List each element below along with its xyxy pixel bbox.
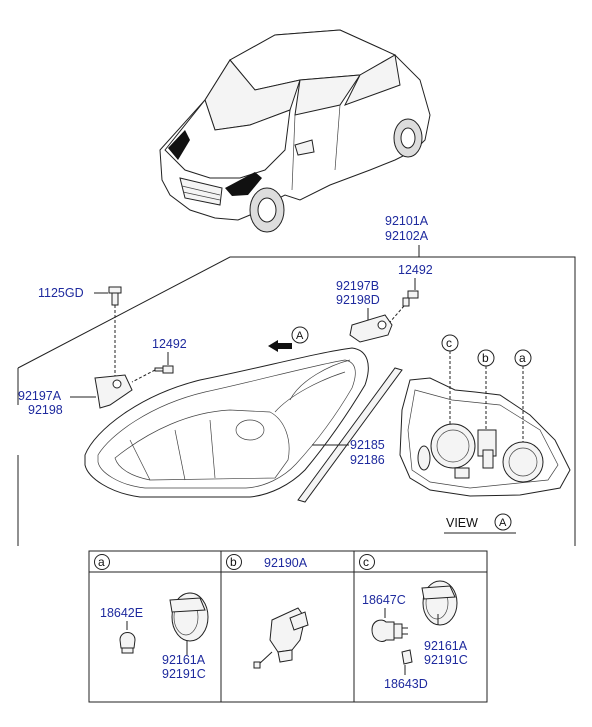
assembly-frame (17, 245, 576, 546)
bulb-c-icon (371, 619, 408, 643)
view-letter: A (499, 517, 507, 529)
label-92161a-a: 92161A (162, 653, 206, 667)
label-92197a: 92197A (18, 389, 62, 403)
callout-b: b (477, 349, 495, 430)
car-illustration (159, 29, 431, 233)
bracket-right-icon (349, 314, 393, 343)
view-label: VIEW (446, 516, 478, 530)
label-92191c-c: 92191C (424, 653, 468, 667)
label-12492-right: 12492 (398, 263, 433, 277)
headlamp-assembly (84, 347, 369, 498)
small-bulb-c-icon (401, 649, 413, 665)
table-header-b: b (226, 554, 242, 570)
label-92185: 92185 (350, 438, 385, 452)
trim-strip (297, 367, 403, 503)
callout-c: c (441, 334, 459, 425)
label-18643d: 18643D (384, 677, 428, 691)
socket-cap-a-icon (169, 592, 209, 642)
label-92186: 92186 (350, 453, 385, 467)
bracket-left-icon (94, 374, 133, 409)
svg-text:c: c (446, 336, 452, 350)
label-92191c-a: 92191C (162, 667, 206, 681)
table-header-a: a (94, 554, 110, 570)
label-18647c: 18647C (362, 593, 406, 607)
view-letter-circle (494, 513, 512, 531)
bolt-icon (108, 286, 122, 306)
label-12492-left: 12492 (152, 337, 187, 351)
label-92102a: 92102A (385, 229, 429, 243)
label-92198: 92198 (28, 403, 63, 417)
view-arrow: A (268, 326, 309, 352)
bulb-a-icon (119, 632, 136, 654)
arrow-letter: A (296, 330, 304, 342)
svg-text:a: a (519, 351, 526, 365)
label-1125gd: 1125GD (38, 286, 84, 300)
parts-table (88, 550, 488, 703)
svg-text:c: c (363, 555, 369, 569)
screw-right-icon (402, 290, 419, 307)
svg-text:b: b (482, 351, 489, 365)
callout-a: a (514, 349, 532, 442)
label-18642e: 18642E (100, 606, 143, 620)
label-92190a: 92190A (264, 556, 308, 570)
label-92101a: 92101A (385, 214, 429, 228)
bulb-b-icon (253, 607, 309, 669)
screw-left-icon (154, 365, 174, 374)
label-92161a-c: 92161A (424, 639, 468, 653)
svg-text:b: b (230, 555, 237, 569)
svg-text:a: a (98, 555, 105, 569)
label-92197b: 92197B (336, 279, 379, 293)
table-header-c: c (359, 554, 375, 570)
lamp-rear-view (399, 377, 571, 497)
socket-cap-c-icon (421, 580, 458, 626)
label-92198d: 92198D (336, 293, 380, 307)
